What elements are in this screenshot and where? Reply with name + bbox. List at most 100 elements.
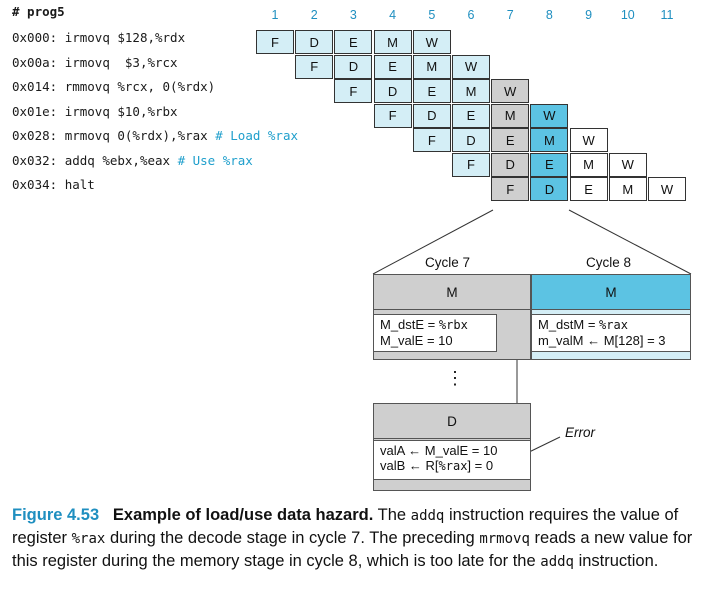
cycle7-d-line2-prefix: valB ← R[ [380,458,439,473]
program-line: 0x028: mrmovq 0(%rdx),%rax # Load %rax [12,128,298,143]
caption-text-5: instruction. [578,552,659,570]
program-line-address: 0x034: [12,177,65,192]
cycle7-label: Cycle 7 [425,255,471,270]
program-line-instruction: irmovq $3,%rcx [64,54,178,70]
pipeline-stage-cell: M [452,79,490,103]
caption-text-2: instruction requires the value of regist… [12,506,679,547]
caption-text-4: reads a new value for this register duri… [12,529,693,570]
error-label: Error [565,425,595,440]
program-line-address: 0x000: [12,30,65,45]
program-line: 0x000: irmovq $128,%rdx [12,30,185,45]
cycle-number: 2 [310,8,318,22]
program-line-comment: # Load %rax [207,128,298,143]
caption-text-1: The [377,506,407,524]
pipeline-stage-cell: M [569,152,608,177]
cycle8-m-line1-reg: %rax [599,318,628,332]
program-line-address: 0x014: [12,79,65,94]
program-line-address: 0x028: [12,128,65,143]
program-line-address: 0x032: [12,152,65,168]
pipeline-stage-cell: W [569,128,608,152]
pipeline-stage-cell: D [452,128,490,152]
cycle-number: 5 [428,8,436,22]
caption-code-3: mrmovq [479,531,530,547]
cycle7-d-header: D [447,414,457,429]
pipeline-stage-cell: W [648,177,686,201]
ellipsis: ⋮ [446,368,464,388]
pipeline-stage-cell: E [569,177,608,201]
cycle-number: 1 [271,8,279,22]
program-title: # prog5 [12,4,65,19]
program-line: 0x034: halt [12,177,95,192]
program-line-instruction: rmmovq %rcx, 0(%rdx) [64,79,216,94]
cycle8-m-line1-text: M_dstM = [538,317,600,332]
caption-code-2: %rax [71,531,106,547]
program-line-address: 0x01e: [12,103,65,119]
pipeline-stage-cell: E [452,103,490,128]
caption-code-4: addq [540,554,574,570]
program-line-instruction: irmovq $128,%rdx [64,30,186,45]
cycle7-m-header: M [446,285,458,300]
program-line-instruction: halt [64,177,95,192]
program-line: 0x032: addq %ebx,%eax # Use %rax [12,153,253,168]
cycle-number: 7 [506,8,514,22]
cycle8-m-line1: M_dstM = %rax [538,317,684,333]
pipeline-stage-cell: E [491,128,530,152]
pipeline-stage-cell: D [412,103,451,128]
pipeline-stage-cell: F [256,30,294,54]
cycle8-m-header-bg [532,275,690,309]
cycle-number: 8 [545,8,553,22]
program-line-instruction: mrmovq 0(%rdx),%rax [64,128,208,143]
pipeline-stage-cell: W [491,79,530,103]
cycle8-m-divider [532,309,690,310]
cycle7-m-line1-reg: %rbx [438,318,468,332]
cycle7-m-line1-text: M_dstE = [380,317,439,332]
program-line: 0x01e: irmovq $10,%rbx [12,104,178,119]
pipeline-stage-cell: M [608,177,647,201]
cycle7-m-line2: M_valE = 10 [380,333,453,348]
caption-figure-number: Figure 4.53 [12,506,100,524]
pipeline-stage-cell: F [491,177,530,201]
figure-caption: Figure 4.53 Example of load/use data haz… [12,504,696,573]
program-line: 0x00a: irmovq $3,%rcx [12,55,178,70]
cycle-number: 3 [349,8,357,22]
caption-code-1: addq [410,508,445,524]
pipeline-stage-cell: D [491,152,530,177]
program-line-instruction: addq %ebx,%eax [64,152,171,168]
pipeline-stage-cell: F [295,54,334,79]
pipeline-stage-cell: D [295,30,334,54]
cycle8-m-line2: m_valM ← M[128] = 3 [538,333,666,348]
cycle7-d-line1: valA ← M_valE = 10 [380,443,498,458]
program-line-instruction: irmovq $10,%rbx [64,103,178,119]
caption-text-3: during the decode stage in cycle 7. The … [109,529,475,547]
cycle-number: 10 [620,8,635,22]
program-line-comment: # Use %rax [170,152,253,168]
cycle8-m-values: M_dstM = %rax m_valM ← M[128] = 3 [531,314,691,352]
cycle8-m-header: M [605,285,617,300]
pipeline-stage-cell: F [452,152,490,177]
pipeline-stage-cell: E [412,79,451,103]
cycle7-m-divider [374,309,530,310]
cycle-number: 4 [389,8,397,22]
pipeline-stage-cell: E [373,54,412,79]
pipeline-stage-cell: D [530,177,569,201]
cycle7-d-line2-suffix: ] = 0 [467,458,494,473]
program-line-address: 0x00a: [12,54,65,70]
caption-title: Example of load/use data hazard. [112,506,374,524]
pipeline-stage-cell: D [334,54,373,79]
cycle-number: 11 [660,8,674,22]
cycle7-d-line2: valB ← R[%rax] = 0 [380,458,524,474]
pipeline-stage-cell: E [530,152,569,177]
pipeline-stage-cell: F [412,128,451,152]
cycle7-m-line1: M_dstE = %rbx [380,317,490,333]
pipeline-stage-cell: M [412,54,451,79]
pipeline-stage-cell: F [334,79,373,103]
program-line: 0x014: rmmovq %rcx, 0(%rdx) [12,79,215,94]
cycle7-m-values: M_dstE = %rbx M_valE = 10 [373,314,497,352]
pipeline-stage-cell: M [491,103,530,128]
pipeline-stage-cell: F [373,103,412,128]
pipeline-stage-cell: W [452,54,490,79]
pipeline-stage-cell: M [373,30,412,54]
cycle7-d-values: valA ← M_valE = 10 valB ← R[%rax] = 0 [373,440,531,480]
cycle-number: 6 [467,8,475,22]
cycle-number: 9 [585,8,593,22]
